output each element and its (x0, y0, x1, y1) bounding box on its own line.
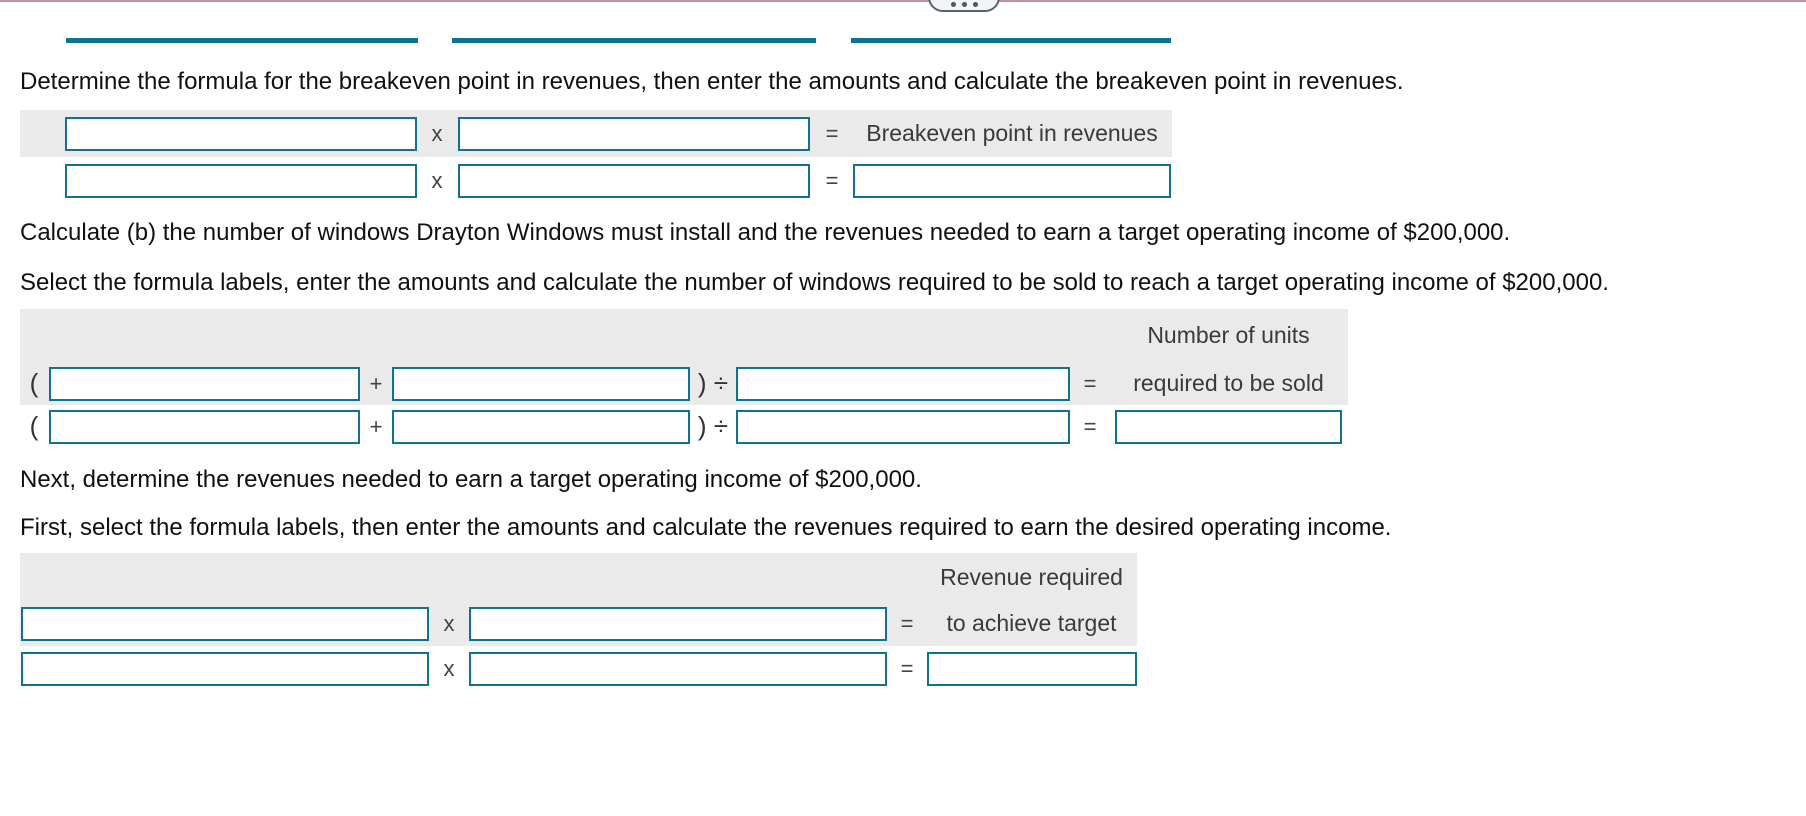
answer-blank-underlines (0, 38, 1806, 48)
revenue-row1-operand1-cell (20, 606, 430, 641)
ellipsis-dot-1 (950, 2, 956, 7)
revenue-formula-amount-row: x = (20, 646, 1137, 691)
units-result-input[interactable] (1115, 409, 1342, 444)
revenue-row2-operand2-cell (468, 651, 888, 686)
breakeven-row2-operand1-input[interactable] (64, 163, 417, 198)
breakeven-row1-operand2-input[interactable] (458, 116, 810, 151)
breakeven-formula-amount-row: x = (20, 157, 1172, 204)
revenue-row1-operand1-input[interactable] (21, 606, 429, 641)
units-result-header-label: Number of units (1147, 322, 1310, 348)
units-row2-operand2-input[interactable] (392, 409, 690, 444)
revenue-row1-operator-multiply: x (443, 610, 455, 636)
instruction-next-revenues: Next, determine the revenues needed to e… (20, 466, 922, 493)
units-row1-operand3-cell (735, 366, 1071, 401)
units-row1-equals-sign: = (1083, 370, 1097, 396)
units-row2-operand2-cell (391, 409, 691, 444)
breakeven-row2-operator-multiply: x (431, 167, 443, 193)
units-row1-close-paren-divide: ) ÷ (697, 368, 729, 398)
revenue-row1-operand2-input[interactable] (469, 606, 887, 641)
instruction-calculate-b: Calculate (b) the number of windows Dray… (20, 219, 1511, 246)
breakeven-formula-label-row: x = Breakeven point in revenues (20, 110, 1172, 157)
units-row1-operand1-input[interactable] (49, 366, 360, 401)
ellipsis-dot-3 (972, 2, 978, 7)
revenue-result-label: to achieve target (946, 610, 1117, 636)
units-row1-operand2-input[interactable] (392, 366, 690, 401)
revenue-row2-operand1-cell (20, 651, 430, 686)
revenue-row2-result-cell (926, 651, 1137, 686)
breakeven-row1-equals-sign: = (825, 120, 839, 146)
breakeven-row2-result-cell (852, 163, 1172, 198)
revenue-row1-operand2-cell (468, 606, 888, 641)
revenue-row2-operator-multiply: x (443, 655, 455, 681)
units-row2-close-paren-divide: ) ÷ (697, 411, 729, 441)
units-required-formula-table: Number of units ( + ) ÷ = required to be… (20, 309, 1348, 448)
breakeven-row2-operand2-input[interactable] (458, 163, 810, 198)
units-row2-operand1-input[interactable] (49, 409, 360, 444)
instruction-breakeven-revenues: Determine the formula for the breakeven … (20, 68, 1404, 95)
breakeven-row2-operand1-cell (63, 163, 418, 198)
revenue-row2-equals-sign: = (900, 655, 914, 681)
units-row2-operator-plus: + (369, 413, 383, 439)
revenue-row1-equals-sign: = (900, 610, 914, 636)
breakeven-row2-equals-sign: = (825, 167, 839, 193)
answer-blank-underline-2[interactable] (452, 38, 816, 43)
breakeven-row1-operand1-cell (63, 116, 418, 151)
units-row1-operand2-cell (391, 366, 691, 401)
units-row1-operand3-input[interactable] (736, 366, 1070, 401)
units-row2-result-cell (1109, 409, 1348, 444)
units-result-label: required to be sold (1133, 370, 1324, 396)
more-options-ellipsis-button[interactable] (928, 0, 1000, 12)
answer-blank-underline-3[interactable] (851, 38, 1171, 43)
units-row1-operator-plus: + (369, 370, 383, 396)
units-row2-open-paren: ( (29, 411, 39, 441)
instruction-select-formula-units: Select the formula labels, enter the amo… (20, 269, 1609, 296)
revenue-result-header-label: Revenue required (940, 563, 1123, 590)
breakeven-result-input[interactable] (853, 163, 1171, 198)
units-row2-equals-sign: = (1083, 413, 1097, 439)
revenue-header-row: Revenue required (20, 553, 1137, 601)
revenue-formula-label-row: x = to achieve target (20, 601, 1137, 646)
units-row2-operand1-cell (48, 409, 361, 444)
units-row2-operand3-cell (735, 409, 1071, 444)
breakeven-row1-operand1-input[interactable] (64, 116, 417, 151)
revenue-result-input[interactable] (926, 651, 1137, 686)
breakeven-row2-operand2-cell (456, 163, 812, 198)
units-row1-operand1-cell (48, 366, 361, 401)
top-divider-rule (0, 0, 1806, 2)
revenue-row2-operand2-input[interactable] (469, 651, 887, 686)
revenue-required-formula-table: Revenue required x = to achieve target x… (20, 553, 1137, 691)
units-row1-open-paren: ( (29, 368, 39, 398)
breakeven-result-label: Breakeven point in revenues (866, 120, 1158, 146)
revenue-row2-operand1-input[interactable] (21, 651, 429, 686)
units-row2-operand3-input[interactable] (736, 409, 1070, 444)
ellipsis-dot-2 (961, 2, 967, 7)
breakeven-revenues-formula-table: x = Breakeven point in revenues x = (20, 110, 1172, 204)
breakeven-row1-operator-multiply: x (431, 120, 443, 146)
units-formula-label-row: ( + ) ÷ = required to be sold (20, 362, 1348, 405)
breakeven-row1-operand2-cell (456, 116, 812, 151)
units-formula-amount-row: ( + ) ÷ = (20, 405, 1348, 448)
instruction-first-select-formula-revenue: First, select the formula labels, then e… (20, 514, 1392, 541)
answer-blank-underline-1[interactable] (66, 38, 418, 43)
units-header-row: Number of units (20, 309, 1348, 362)
